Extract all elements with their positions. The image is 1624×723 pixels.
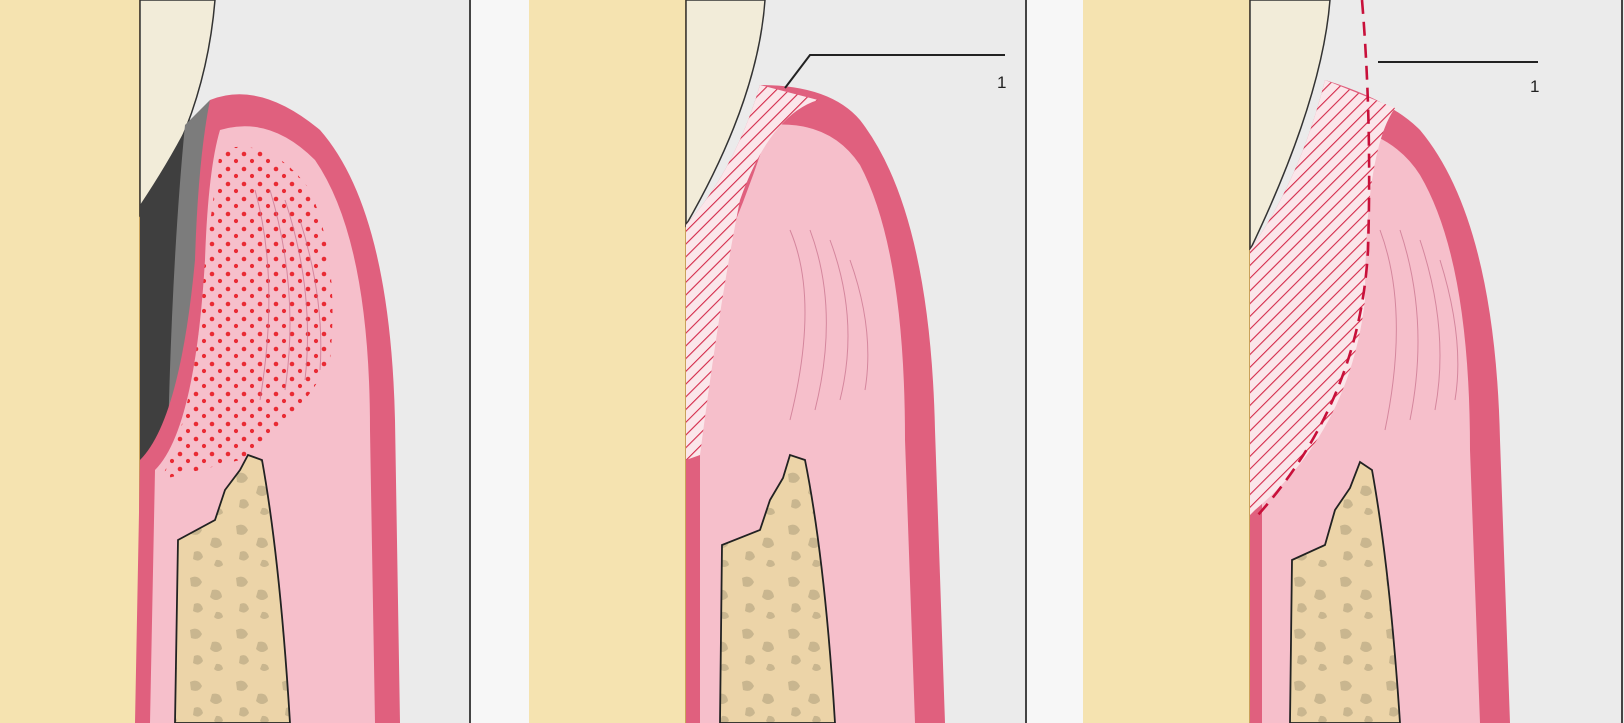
panel-1-tooth-root bbox=[0, 0, 140, 723]
panel-3-callout-label: 1 bbox=[1530, 77, 1539, 96]
panel-3-gap bbox=[1027, 0, 1083, 723]
panel-2-callout-label: 1 bbox=[997, 73, 1006, 92]
panel-2-tooth-root bbox=[529, 0, 686, 723]
panel-2: 1 bbox=[471, 0, 1026, 723]
panel-3-tooth-root bbox=[1083, 0, 1250, 723]
panel-1 bbox=[0, 0, 470, 723]
panel-2-gap bbox=[471, 0, 529, 723]
panel-3: 1 bbox=[1027, 0, 1624, 723]
